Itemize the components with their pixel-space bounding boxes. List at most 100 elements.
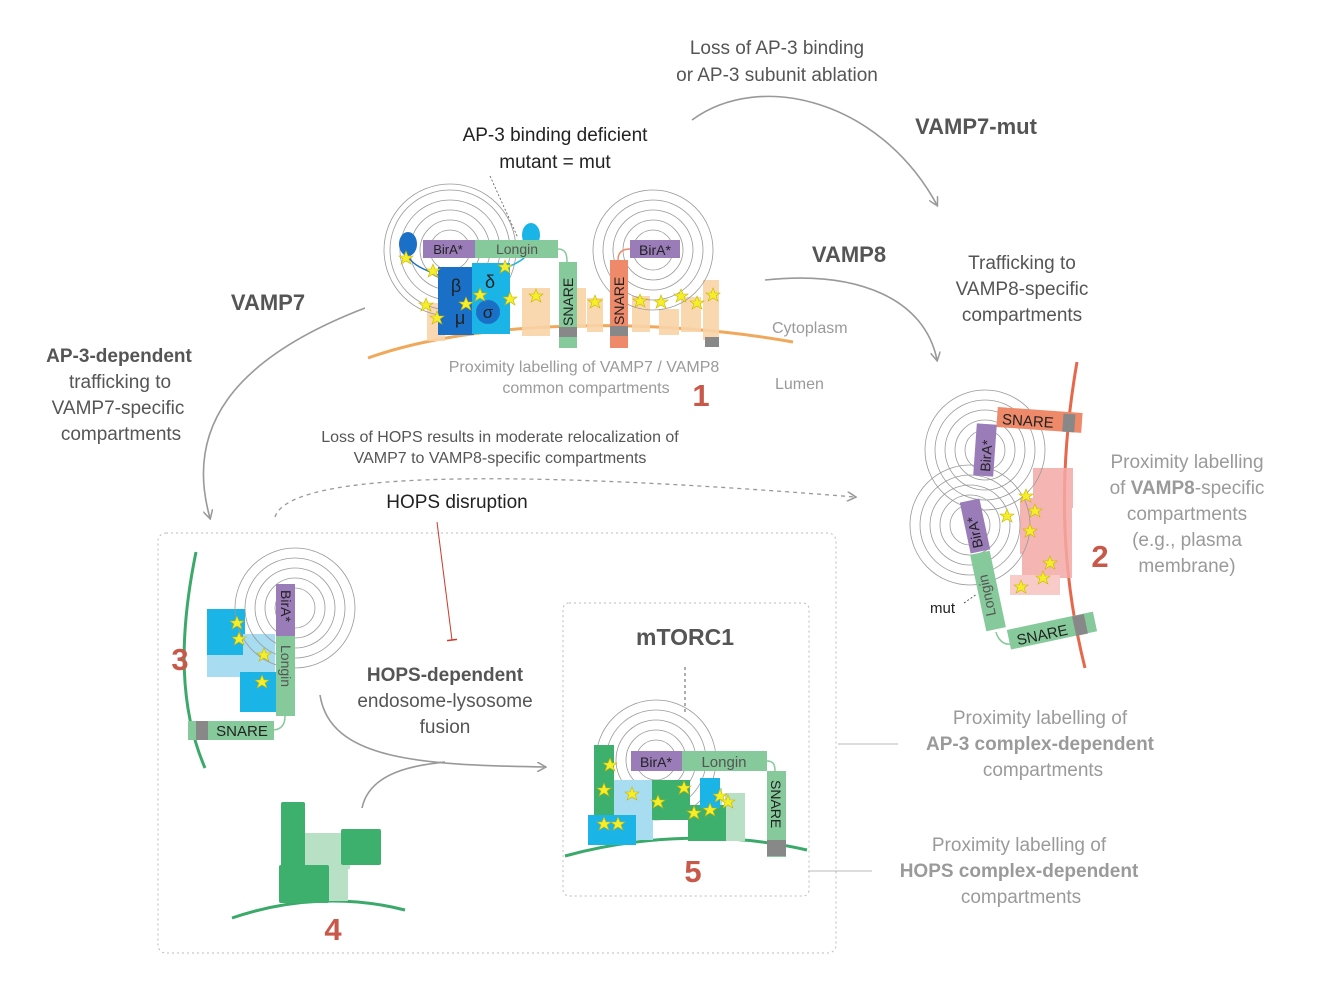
outer-dotted-box	[157, 532, 837, 954]
subunit-mu: μ	[455, 308, 465, 328]
cytoplasm-label: Cytoplasm	[772, 320, 848, 337]
trafficking-vamp8-line1: Trafficking to	[968, 253, 1076, 274]
birA-label-2b: BirA*	[964, 515, 986, 550]
arrow-vamp8	[764, 277, 937, 360]
longin-domain-2	[970, 550, 1006, 632]
ap3-complex: β δ μ σ	[438, 263, 510, 335]
ap3-deficient-line1: AP-3 binding deficient	[463, 125, 649, 146]
birA-label-1a: BirA*	[433, 242, 463, 257]
snare-domain-3	[188, 721, 274, 740]
hops-loss-line2: VAMP7 to VAMP8-specific compartments	[354, 450, 647, 467]
birA-label-3: BirA*	[278, 590, 294, 622]
membrane-4	[231, 899, 406, 920]
birA-label-5: BirA*	[640, 754, 672, 770]
number-5: 5	[684, 854, 701, 889]
vamp8-specific-line3: compartments	[1127, 504, 1247, 525]
stars-2	[999, 488, 1058, 594]
hops-inhibition	[436, 521, 458, 642]
subunit-delta: δ	[485, 272, 495, 292]
mtorc1-label: mTORC1	[636, 624, 734, 650]
birA-label-2a: BirA*	[977, 439, 995, 472]
snare-label-2b: SNARE	[1015, 622, 1069, 649]
ap3-pointer	[489, 175, 519, 239]
subunit-sigma: σ	[483, 303, 494, 322]
ap3-complex-line3: compartments	[983, 760, 1103, 781]
biotin-cloud-2a	[924, 389, 1046, 511]
snare-label-1b: SNARE	[611, 277, 627, 325]
text-labels: Loss of AP-3 binding or AP-3 subunit abl…	[46, 38, 1264, 908]
hops-loss-line1: Loss of HOPS results in moderate relocal…	[321, 429, 679, 446]
arrow-ap3-loss	[691, 95, 937, 205]
ap3-dependent-line3: VAMP7-specific	[52, 398, 185, 419]
number-2: 2	[1091, 539, 1108, 574]
stars-3	[229, 615, 272, 689]
arrow-vamp7	[202, 307, 366, 518]
number-4: 4	[324, 912, 342, 947]
ap3-complex-line2: AP-3 complex-dependent	[926, 734, 1155, 755]
longin-domain-3	[276, 636, 295, 716]
arrows	[202, 95, 937, 872]
trafficking-vamp8-line3: compartments	[962, 305, 1082, 326]
birA-domain-3	[276, 584, 295, 636]
longin-domain-5	[682, 751, 767, 771]
arrow-hops-fusion	[319, 694, 545, 767]
lumen-label: Lumen	[775, 376, 824, 393]
arrow-hops-relocalization	[274, 478, 855, 518]
hops-complex-line2: HOPS complex-dependent	[900, 861, 1139, 882]
vamp8-specific-line2: of VAMP8-specific	[1110, 478, 1265, 499]
birA-domain-1a	[423, 240, 475, 258]
birA-domain-1b	[630, 240, 680, 258]
loss-ap3-line1: Loss of AP-3 binding	[690, 38, 864, 59]
vamp7-label: VAMP7	[231, 290, 305, 315]
panel-5: BirA* Longin SNARE	[564, 699, 808, 858]
hops-dependent-line3: fusion	[420, 717, 471, 738]
snare-domain-5	[767, 771, 786, 857]
hops-dependent-line1: HOPS-dependent	[367, 665, 524, 686]
panel-4	[231, 802, 406, 920]
snare-label-3: SNARE	[216, 723, 268, 740]
snare-label-5: SNARE	[768, 780, 784, 828]
ap3-dependent-line4: compartments	[61, 424, 181, 445]
hops-dependent-line2: endosome-lysosome	[357, 691, 532, 712]
membrane-3	[182, 551, 207, 769]
birA-domain-2a	[973, 423, 997, 477]
ap3-ear-left	[399, 232, 417, 256]
hops-complex-line3: compartments	[961, 887, 1081, 908]
vamp8-label: VAMP8	[812, 242, 886, 267]
snare-label-2a: SNARE	[1002, 411, 1055, 432]
longin-label-5: Longin	[701, 754, 746, 771]
mut-label: mut	[930, 600, 956, 617]
stars-5	[596, 757, 736, 831]
birA-label-1b: BirA*	[639, 242, 671, 258]
ap3-complex-line1: Proximity labelling of	[953, 708, 1128, 729]
vamp8-specific-line4: (e.g., plasma	[1132, 530, 1242, 551]
number-3: 3	[171, 642, 188, 677]
panel-numbers: 1 2 3 4 5	[171, 378, 1108, 947]
ap3-dependent-line2: trafficking to	[69, 372, 171, 393]
loss-ap3-line2: or AP-3 subunit ablation	[676, 65, 878, 86]
panel-2: SNARE BirA* BirA* Longin SNARE mut	[909, 361, 1098, 669]
longin-label-3: Longin	[278, 645, 294, 687]
arrow-from-4	[361, 761, 446, 809]
hops-complex-line1: Proximity labelling of	[932, 835, 1107, 856]
trafficking-vamp8-line2: VAMP8-specific	[956, 279, 1089, 300]
ap3-blocks-3	[207, 609, 278, 712]
birA-domain-2b	[959, 498, 991, 554]
vamp8-specific-line1: Proximity labelling	[1110, 452, 1263, 473]
birA-domain-5	[631, 751, 682, 771]
vamp8-specific-line5: membrane)	[1138, 556, 1235, 577]
ap3-dependent-line1: AP-3-dependent	[46, 346, 192, 367]
common-line2: common compartments	[502, 380, 669, 397]
snare-domain-1a	[559, 262, 577, 348]
common-line1: Proximity labelling of VAMP7 / VAMP8	[449, 359, 720, 376]
snare-label-1a: SNARE	[560, 278, 576, 326]
stars-1	[398, 250, 721, 325]
vamp7-mut-label: VAMP7-mut	[915, 114, 1037, 139]
snare-domain-2a	[996, 407, 1083, 433]
longin-label-1: Longin	[496, 241, 538, 257]
hops-disruption-label: HOPS disruption	[386, 492, 528, 513]
number-1: 1	[692, 378, 709, 413]
longin-domain-1	[475, 240, 558, 258]
panel-1: β δ μ σ BirA* Longin SNARE BirA* SNARE	[367, 183, 794, 360]
